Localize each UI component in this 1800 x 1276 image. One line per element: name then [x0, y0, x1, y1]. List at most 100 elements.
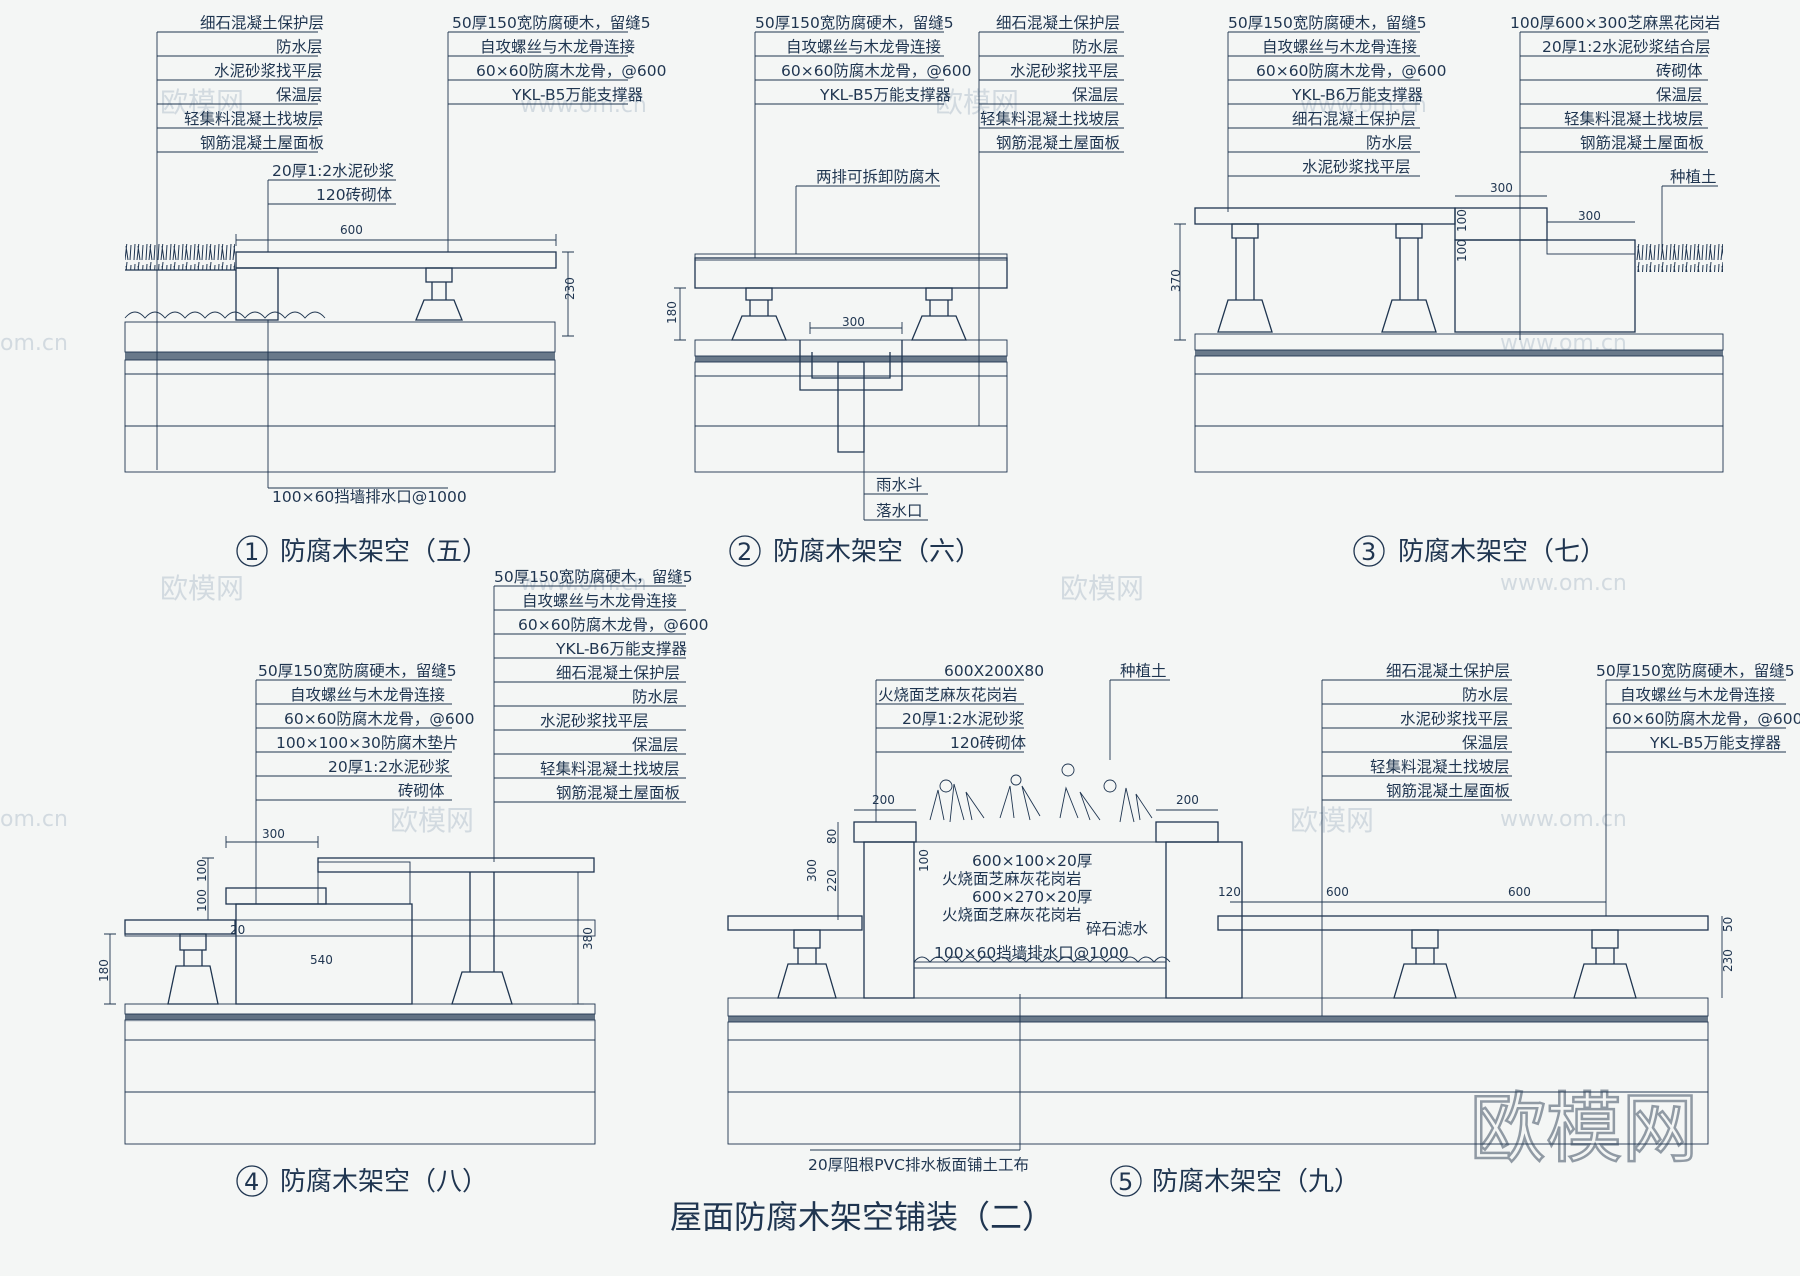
callout: 自攻螺丝与木龙骨连接 [1620, 686, 1775, 704]
dimension: 600 [1508, 885, 1531, 899]
inner-note: 600×100×20厚 [972, 852, 1092, 870]
callout: 120砖砌体 [316, 186, 393, 204]
dimension: 300 [805, 859, 819, 882]
dimension: 200 [872, 793, 895, 807]
wood-deck [1194, 207, 1456, 225]
callout: 轻集料混凝土找坡层 [1564, 110, 1704, 128]
layer-slab [694, 425, 1008, 473]
wood-deck-lower [124, 919, 236, 935]
callout: 120砖砌体 [950, 734, 1027, 752]
callout: 20厚1:2水泥砂浆 [902, 710, 1024, 728]
callout: 20厚1:2水泥砂浆 [272, 162, 394, 180]
callout: 砖砌体 [398, 782, 445, 800]
callout: 两排可拆卸防腐木 [816, 168, 941, 186]
dimension: 100 [917, 849, 931, 872]
dimension: 180 [665, 301, 679, 324]
planter-cap-left [853, 821, 917, 843]
callout: 保温层 [1462, 734, 1509, 752]
callout: 轻集料混凝土找坡层 [540, 760, 680, 778]
callout: 种植土 [1120, 662, 1167, 680]
dimension: 100 [1455, 239, 1469, 262]
callout: 细石混凝土保护层 [1386, 662, 1510, 680]
detail-number: 1 [244, 538, 259, 566]
detail-4: 50厚150宽防腐硬木，留缝5 自攻螺丝与木龙骨连接 60×60防腐木龙骨，@6… [97, 568, 709, 1197]
watermark-site: www.om.cn [1500, 571, 1627, 596]
pedestal-support-left [777, 929, 837, 999]
detail-1: 细石混凝土保护层 防水层 水泥砂浆找平层 保温层 轻集料混凝土找坡层 钢筋混凝土… [124, 14, 667, 567]
detail-title: 防腐木架空（五） [280, 537, 488, 567]
watermark-brand: 欧模网 [390, 804, 474, 837]
callout: 保温层 [632, 736, 679, 754]
layer-slab [727, 1091, 1709, 1145]
dimension: 370 [1169, 269, 1183, 292]
callout: 20厚1:2水泥砂浆结合层 [1542, 38, 1711, 56]
wood-deck [235, 251, 557, 269]
callout: YKL-B6万能支撑器 [1291, 86, 1424, 104]
callout: YKL-B6万能支撑器 [555, 640, 688, 658]
callout: 保温层 [1656, 86, 1703, 104]
callout: 保温层 [1072, 86, 1119, 104]
grass [125, 244, 235, 270]
callout: 保温层 [276, 86, 323, 104]
callout: 钢筋混凝土屋面板 [556, 784, 680, 802]
callout: 水泥砂浆找平层 [214, 62, 323, 80]
detail-title: 防腐木架空（九） [1152, 1167, 1360, 1197]
wood-deck-left [727, 915, 863, 931]
wood-deck-double [694, 257, 1008, 289]
dimension: 220 [825, 869, 839, 892]
callout: 钢筋混凝土屋面板 [1386, 782, 1510, 800]
planter-wall-right [1165, 841, 1243, 999]
callout: 自攻螺丝与木龙骨连接 [1262, 38, 1417, 56]
callout: 50厚150宽防腐硬木，留缝5 [755, 14, 954, 32]
dimension: 50 [1721, 917, 1735, 932]
callout: 50厚150宽防腐硬木，留缝5 [1596, 662, 1795, 680]
pedestal-support-lower [167, 933, 219, 1005]
callout: 火烧面芝麻灰花岗岩 [878, 686, 1018, 704]
watermark-site: www.om.cn [1500, 807, 1627, 832]
callout: 细石混凝土保护层 [996, 14, 1120, 32]
dimension: 80 [825, 829, 839, 844]
layer-waterproof [1195, 350, 1723, 356]
detail-number-circle [236, 1165, 268, 1197]
dimension: 230 [1721, 949, 1735, 972]
detail-title: 防腐木架空（七） [1398, 537, 1606, 567]
dimension: 540 [310, 953, 333, 967]
dimension: 300 [842, 315, 865, 329]
sheet-title: 屋面防腐木架空铺装（二） [670, 1198, 1054, 1236]
wood-step [225, 887, 327, 905]
callout: 20厚1:2水泥砂浆 [328, 758, 450, 776]
callout: 钢筋混凝土屋面板 [996, 134, 1120, 152]
watermark-site: www.om.cn [1300, 93, 1427, 118]
layer-waterproof [125, 352, 555, 360]
callout: 50厚150宽防腐硬木，留缝5 [1228, 14, 1427, 32]
dimension: 180 [97, 959, 111, 982]
pedestal-support-right [911, 287, 967, 341]
inner-note: 100×60挡墙排水口@1000 [934, 944, 1129, 962]
callout: 水泥砂浆找平层 [1302, 158, 1411, 176]
dimension: 300 [1578, 209, 1601, 223]
watermark-brand: 欧模网 [1060, 572, 1144, 605]
callout: 自攻螺丝与木龙骨连接 [522, 592, 677, 610]
callout: 60×60防腐木龙骨，@600 [284, 710, 475, 728]
dimension: 200 [1176, 793, 1199, 807]
callout: 60×60防腐木龙骨，@600 [518, 616, 709, 634]
layer-mortar [124, 1019, 596, 1041]
planting-soil [913, 841, 1167, 963]
callout: 50厚150宽防腐硬木，留缝5 [494, 568, 693, 586]
callout: 防水层 [276, 38, 323, 56]
callout: 自攻螺丝与木龙骨连接 [290, 686, 445, 704]
pedestal-support-upper [451, 872, 513, 1005]
layer-fine-concrete [1194, 333, 1724, 351]
dimension: 600 [340, 223, 363, 237]
dimension: 230 [563, 277, 577, 300]
callout: 轻集料混凝土找坡层 [184, 110, 324, 128]
brick-wall [1454, 239, 1636, 333]
granite-cap-upper [1546, 239, 1636, 255]
callout: 自攻螺丝与木龙骨连接 [480, 38, 635, 56]
dimension: 300 [262, 827, 285, 841]
callout: 轻集料混凝土找坡层 [1370, 758, 1510, 776]
detail-title: 防腐木架空（六） [773, 537, 981, 567]
callout: 50厚150宽防腐硬木，留缝5 [452, 14, 651, 32]
plant-foliage [929, 763, 1153, 823]
